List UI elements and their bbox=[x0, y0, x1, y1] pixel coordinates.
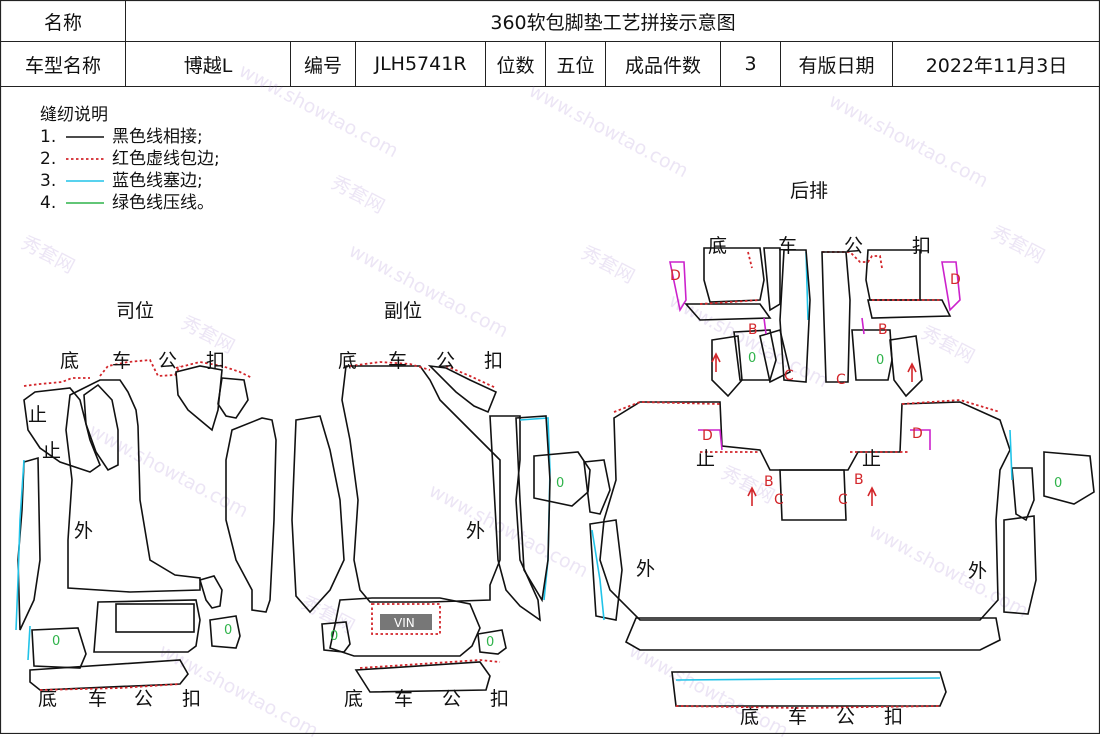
driver-right-inner bbox=[200, 576, 222, 608]
rear-right-triangle bbox=[1012, 468, 1034, 520]
stop-label: 止 bbox=[696, 444, 715, 471]
snap-label: 扣 bbox=[206, 346, 225, 373]
rear-top-right-long bbox=[822, 252, 850, 382]
snap-label: 车 bbox=[778, 231, 797, 258]
snap-label: 扣 bbox=[884, 702, 903, 729]
driver-right-panel bbox=[226, 418, 276, 612]
driver-bottom-long bbox=[94, 600, 200, 652]
stop-label: 止 bbox=[28, 400, 47, 427]
up-arrow-icon bbox=[908, 364, 916, 382]
snap-label: 底 bbox=[60, 346, 79, 373]
vin-label: VIN bbox=[394, 616, 415, 630]
c-mark: C bbox=[774, 492, 784, 508]
driver-bottom-box bbox=[116, 604, 194, 632]
green-zero-mark: 0 bbox=[1054, 476, 1062, 491]
rear-bottom-strip-blue bbox=[676, 678, 940, 680]
rear-main-top-edge-left bbox=[614, 402, 720, 412]
green-zero-mark: 0 bbox=[556, 476, 564, 491]
b-mark: B bbox=[878, 322, 888, 338]
driver-bottom-blue bbox=[28, 626, 30, 660]
d-mark: D bbox=[950, 272, 961, 288]
snap-label: 底 bbox=[344, 684, 363, 711]
stop-label: 止 bbox=[862, 444, 881, 471]
green-zero-mark: 0 bbox=[52, 634, 60, 649]
rear-left-lower-strip bbox=[590, 520, 622, 620]
snap-label: 公 bbox=[844, 231, 863, 258]
driver-upper-insert bbox=[84, 385, 118, 470]
d-mark: D bbox=[912, 426, 923, 442]
c-mark: C bbox=[838, 492, 848, 508]
rear-left-lower-band bbox=[686, 304, 770, 320]
b-mark: B bbox=[854, 472, 864, 488]
rear-b-mag-left bbox=[764, 318, 766, 334]
snap-label: 扣 bbox=[182, 684, 201, 711]
passenger-section-title: 副位 bbox=[384, 296, 422, 323]
d-mark: D bbox=[702, 428, 713, 444]
rear-lower-strip bbox=[626, 618, 1000, 650]
snap-label: 车 bbox=[788, 702, 807, 729]
rear-right-wing bbox=[1044, 452, 1094, 504]
b-mark: B bbox=[764, 474, 774, 490]
rear-mat-group: 0 0 0 0 D D B B C C D D B B C C bbox=[534, 248, 1094, 708]
rear-right-lower-strip bbox=[1004, 516, 1036, 614]
rear-center-bump bbox=[780, 470, 846, 520]
c-mark: C bbox=[784, 368, 794, 384]
snap-label: 车 bbox=[88, 684, 107, 711]
snap-label: 公 bbox=[158, 346, 177, 373]
rear-bottom-strip bbox=[672, 672, 946, 706]
passenger-floor-piece bbox=[342, 366, 500, 602]
green-zero-mark: 0 bbox=[748, 351, 756, 366]
driver-right-lower bbox=[218, 378, 248, 418]
passenger-left-panel bbox=[292, 416, 344, 612]
rear-right-blue bbox=[1010, 430, 1012, 480]
snap-label: 扣 bbox=[490, 684, 509, 711]
driver-right-upper bbox=[176, 366, 222, 430]
green-zero-mark: 0 bbox=[876, 353, 884, 368]
snap-label: 底 bbox=[338, 346, 357, 373]
driver-section-title: 司位 bbox=[116, 296, 154, 323]
rear-a-right bbox=[890, 336, 922, 396]
b-mark: B bbox=[748, 322, 758, 338]
up-arrow-icon bbox=[712, 354, 720, 372]
rear-top-left-long bbox=[780, 250, 810, 382]
d-mark: D bbox=[670, 268, 681, 284]
snap-label: 底 bbox=[708, 231, 727, 258]
passenger-mat-group: VIN 0 0 bbox=[292, 362, 550, 692]
rear-main-floor bbox=[600, 402, 1010, 620]
outer-label: 外 bbox=[636, 554, 655, 581]
passenger-footrest-edge bbox=[360, 660, 500, 668]
green-zero-mark: 0 bbox=[330, 629, 338, 644]
rear-section-title: 后排 bbox=[790, 176, 828, 203]
driver-mat-group: 0 0 bbox=[16, 360, 276, 690]
driver-left-strip-edge bbox=[24, 378, 90, 386]
snap-label: 扣 bbox=[484, 346, 503, 373]
snap-label: 扣 bbox=[912, 231, 931, 258]
up-arrow-icon bbox=[868, 488, 876, 506]
snap-label: 车 bbox=[112, 346, 131, 373]
rear-right-lower-band bbox=[868, 300, 950, 318]
snap-label: 公 bbox=[442, 684, 461, 711]
driver-side-panel bbox=[18, 458, 40, 630]
snap-label: 公 bbox=[836, 702, 855, 729]
snap-label: 公 bbox=[134, 684, 153, 711]
outer-label: 外 bbox=[466, 516, 485, 543]
snap-label: 底 bbox=[740, 702, 759, 729]
snap-label: 车 bbox=[388, 346, 407, 373]
green-zero-mark: 0 bbox=[224, 623, 232, 638]
rear-b-mag-right bbox=[862, 318, 864, 334]
snap-label: 公 bbox=[436, 346, 455, 373]
passenger-right-strip bbox=[490, 416, 540, 620]
snap-label: 底 bbox=[38, 684, 57, 711]
driver-floor-piece bbox=[66, 380, 200, 592]
green-zero-mark: 0 bbox=[486, 635, 494, 650]
up-arrow-icon bbox=[748, 488, 756, 506]
c-mark: C bbox=[836, 372, 846, 388]
snap-label: 车 bbox=[394, 684, 413, 711]
passenger-right-outer bbox=[516, 416, 550, 600]
stop-label: 止 bbox=[42, 436, 61, 463]
outer-label: 外 bbox=[968, 556, 987, 583]
outer-label: 外 bbox=[74, 516, 93, 543]
rear-top-left-edge bbox=[748, 252, 752, 268]
